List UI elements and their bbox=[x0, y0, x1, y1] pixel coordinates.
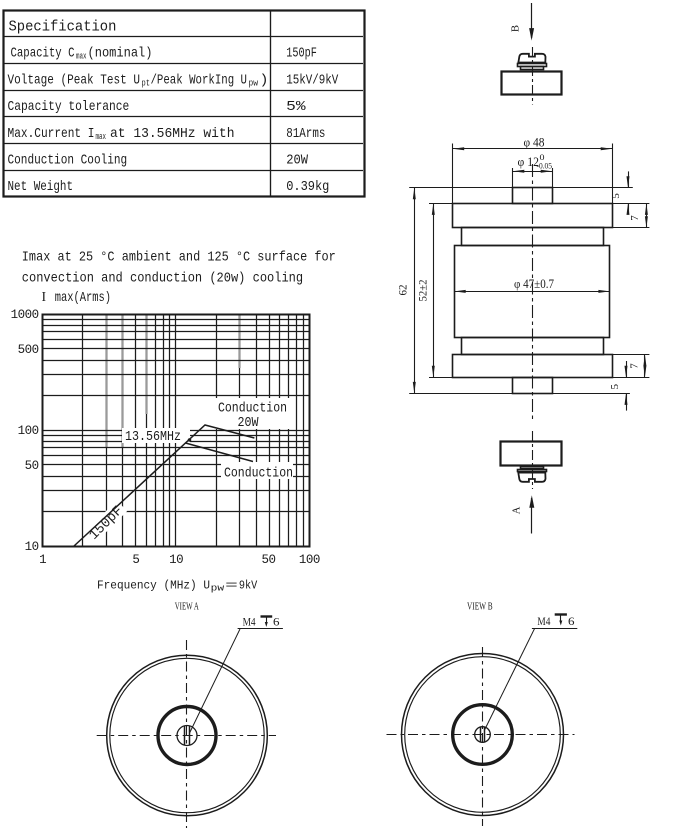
svg-text:6: 6 bbox=[568, 616, 575, 628]
svg-text:5: 5 bbox=[132, 553, 139, 567]
svg-text:13.56MHz: 13.56MHz bbox=[125, 430, 181, 445]
svg-text:0.39kg: 0.39kg bbox=[286, 179, 329, 195]
svg-text:20W: 20W bbox=[286, 154, 308, 169]
svg-text:B: B bbox=[511, 25, 522, 32]
svg-text:62: 62 bbox=[396, 285, 410, 296]
svg-text:/Peak WorkIng U: /Peak WorkIng U bbox=[151, 72, 248, 88]
svg-text:): ) bbox=[260, 72, 269, 88]
svg-text:5%: 5% bbox=[286, 100, 306, 115]
svg-text:Conduction Cooling: Conduction Cooling bbox=[8, 153, 128, 169]
svg-text:9kV: 9kV bbox=[239, 579, 258, 593]
svg-text:Specification: Specification bbox=[9, 20, 117, 36]
svg-text:pw: pw bbox=[211, 583, 225, 594]
svg-text:52±2: 52±2 bbox=[416, 280, 430, 302]
svg-text:Max.Current I: Max.Current I bbox=[8, 127, 95, 142]
svg-text:Voltage (Peak Test U: Voltage (Peak Test U bbox=[8, 72, 141, 88]
svg-text:I: I bbox=[42, 289, 47, 304]
svg-text:Capacity tolerance: Capacity tolerance bbox=[8, 99, 130, 115]
svg-text:500: 500 bbox=[18, 343, 39, 357]
svg-text:Net Weight: Net Weight bbox=[8, 179, 74, 195]
svg-text:Conduction: Conduction bbox=[218, 401, 287, 417]
svg-text:M4: M4 bbox=[243, 617, 256, 629]
svg-text:Imax at 25 °C ambient and 125: Imax at 25 °C ambient and 125 °C surface… bbox=[22, 249, 336, 265]
svg-text:pw: pw bbox=[249, 78, 259, 88]
svg-text:50: 50 bbox=[261, 553, 275, 567]
svg-text:φ 47±0.7: φ 47±0.7 bbox=[514, 277, 554, 291]
svg-text:Capacity C: Capacity C bbox=[11, 46, 75, 62]
svg-text:10: 10 bbox=[25, 540, 39, 554]
svg-text:20W: 20W bbox=[238, 416, 260, 431]
svg-text:max: max bbox=[76, 52, 87, 62]
svg-text:7: 7 bbox=[629, 215, 641, 221]
svg-text:(nominal): (nominal) bbox=[88, 46, 153, 62]
svg-text:10: 10 bbox=[169, 553, 183, 567]
svg-text:Conduction: Conduction bbox=[224, 466, 293, 482]
svg-text:A: A bbox=[512, 506, 523, 514]
svg-text:=: = bbox=[225, 579, 238, 593]
svg-text:Frequency (MHz) U: Frequency (MHz) U bbox=[97, 579, 210, 593]
svg-text:φ 12: φ 12 bbox=[518, 154, 540, 169]
svg-text:max(Arms): max(Arms) bbox=[49, 290, 112, 306]
svg-text:150pF: 150pF bbox=[286, 47, 317, 62]
svg-text:convection and conduction (20w: convection and conduction (20w) cooling bbox=[22, 270, 303, 286]
svg-text:-0.05: -0.05 bbox=[537, 161, 553, 171]
svg-text:at 13.56MHz with: at 13.56MHz with bbox=[110, 126, 235, 142]
svg-text:100: 100 bbox=[18, 424, 39, 438]
svg-text:81Arms: 81Arms bbox=[286, 127, 325, 142]
svg-text:15kV/9kV: 15kV/9kV bbox=[286, 72, 339, 88]
svg-text:1000: 1000 bbox=[11, 308, 39, 322]
svg-text:1: 1 bbox=[39, 553, 46, 567]
svg-text:5: 5 bbox=[609, 384, 621, 390]
svg-text:max: max bbox=[96, 132, 107, 142]
svg-text:7: 7 bbox=[629, 363, 641, 369]
svg-text:φ 48: φ 48 bbox=[524, 135, 545, 150]
svg-text:VIEW B: VIEW B bbox=[467, 602, 493, 613]
svg-text:pt: pt bbox=[142, 78, 151, 88]
svg-text:100: 100 bbox=[299, 553, 320, 567]
svg-text:M4: M4 bbox=[537, 616, 550, 628]
svg-text:5: 5 bbox=[610, 193, 622, 199]
svg-text:50: 50 bbox=[25, 459, 39, 473]
svg-text:0: 0 bbox=[540, 152, 545, 162]
svg-text:6: 6 bbox=[273, 617, 280, 629]
svg-text:VIEW A: VIEW A bbox=[175, 601, 200, 612]
